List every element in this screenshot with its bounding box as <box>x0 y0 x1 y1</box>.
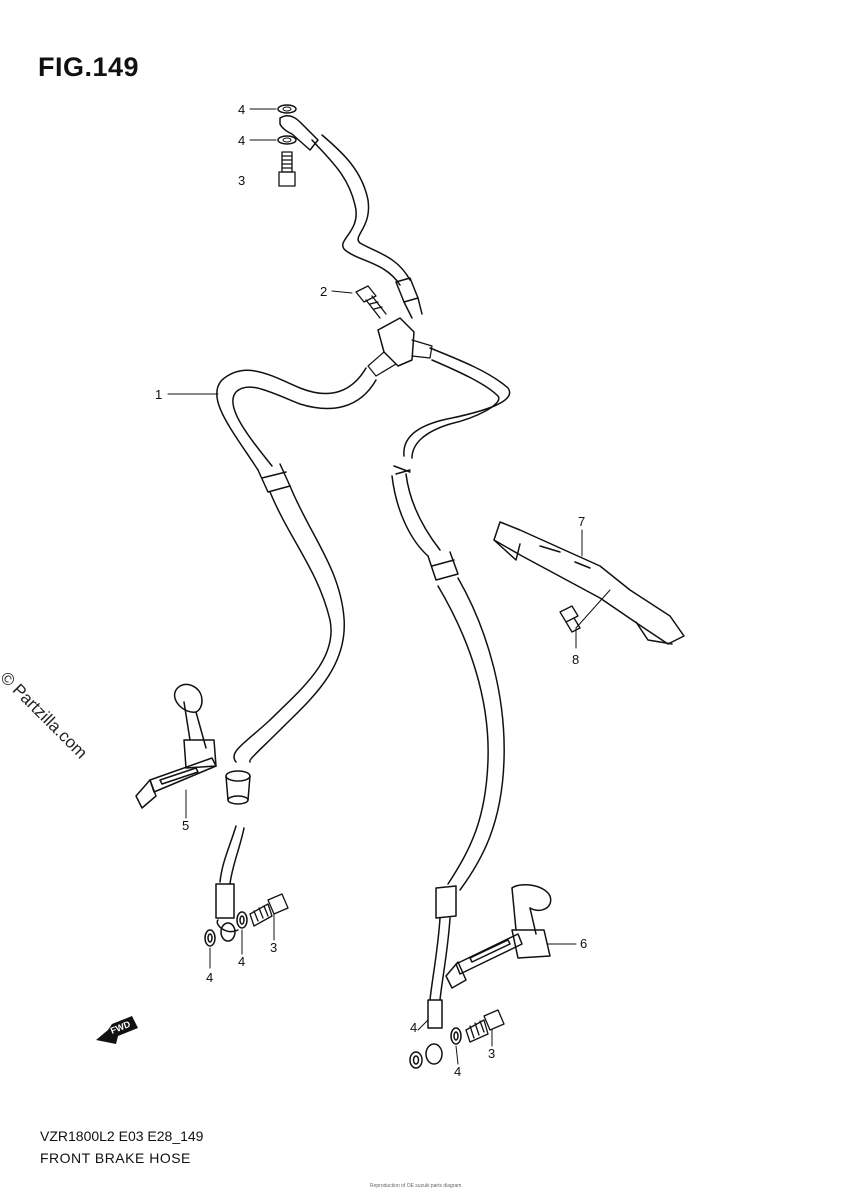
figure-title: FIG.149 <box>38 52 140 82</box>
upper-hose <box>311 134 423 319</box>
figure-description: FRONT BRAKE HOSE <box>40 1150 191 1166</box>
left-lower-line <box>215 825 245 933</box>
callout-5: 5 <box>182 818 189 833</box>
callout-3-left: 3 <box>270 940 277 955</box>
left-hose-bracket <box>135 683 217 809</box>
fine-print: Reproduction of OE suzuki parts diagram <box>370 1183 462 1189</box>
right-lower-line <box>427 885 457 1029</box>
callout-3-right: 3 <box>488 1046 495 1061</box>
left-lower-washer-inner <box>236 911 248 929</box>
top-washer-upper <box>277 104 297 114</box>
upper-right-bracket <box>493 521 685 645</box>
callout-labels: 4 4 3 2 1 7 8 5 3 4 4 6 4 3 4 <box>155 102 587 1079</box>
three-way-joint <box>377 317 415 367</box>
left-lower-washer-outer <box>204 929 216 947</box>
left-lower-banjo <box>220 922 236 942</box>
hose-grommet <box>225 770 251 805</box>
callout-8: 8 <box>572 652 579 667</box>
model-code: VZR1800L2 E03 E28_149 <box>40 1128 204 1144</box>
left-main-hose <box>216 367 377 763</box>
top-union-bolt <box>278 151 296 187</box>
leader-lines <box>167 108 611 1065</box>
callout-2: 2 <box>320 284 327 299</box>
callout-4-top-second: 4 <box>238 133 245 148</box>
callout-1: 1 <box>155 387 162 402</box>
right-lower-washer-outer <box>409 1051 423 1069</box>
top-washer-lower <box>277 135 297 145</box>
right-lower-banjo <box>425 1043 443 1065</box>
callout-4-left-inner: 4 <box>238 954 245 969</box>
callout-4-top: 4 <box>238 102 245 117</box>
right-main-hose <box>391 347 511 891</box>
callout-4-right-lower: 4 <box>454 1064 461 1079</box>
top-banjo-fitting <box>279 115 319 151</box>
right-lower-union-bolt <box>465 1009 505 1043</box>
fwd-arrow-icon: FWD <box>96 1016 138 1044</box>
right-lower-washer-inner <box>450 1027 462 1045</box>
callout-4-right-upper: 4 <box>410 1020 417 1035</box>
callout-3-top: 3 <box>238 173 245 188</box>
right-hose-bracket <box>445 883 552 989</box>
callout-4-left-outer: 4 <box>206 970 213 985</box>
callout-6: 6 <box>580 936 587 951</box>
left-lower-union-bolt <box>249 893 289 927</box>
callout-7: 7 <box>578 514 585 529</box>
bracket-screw <box>559 605 581 633</box>
three-way-joint-bolt <box>355 285 387 319</box>
